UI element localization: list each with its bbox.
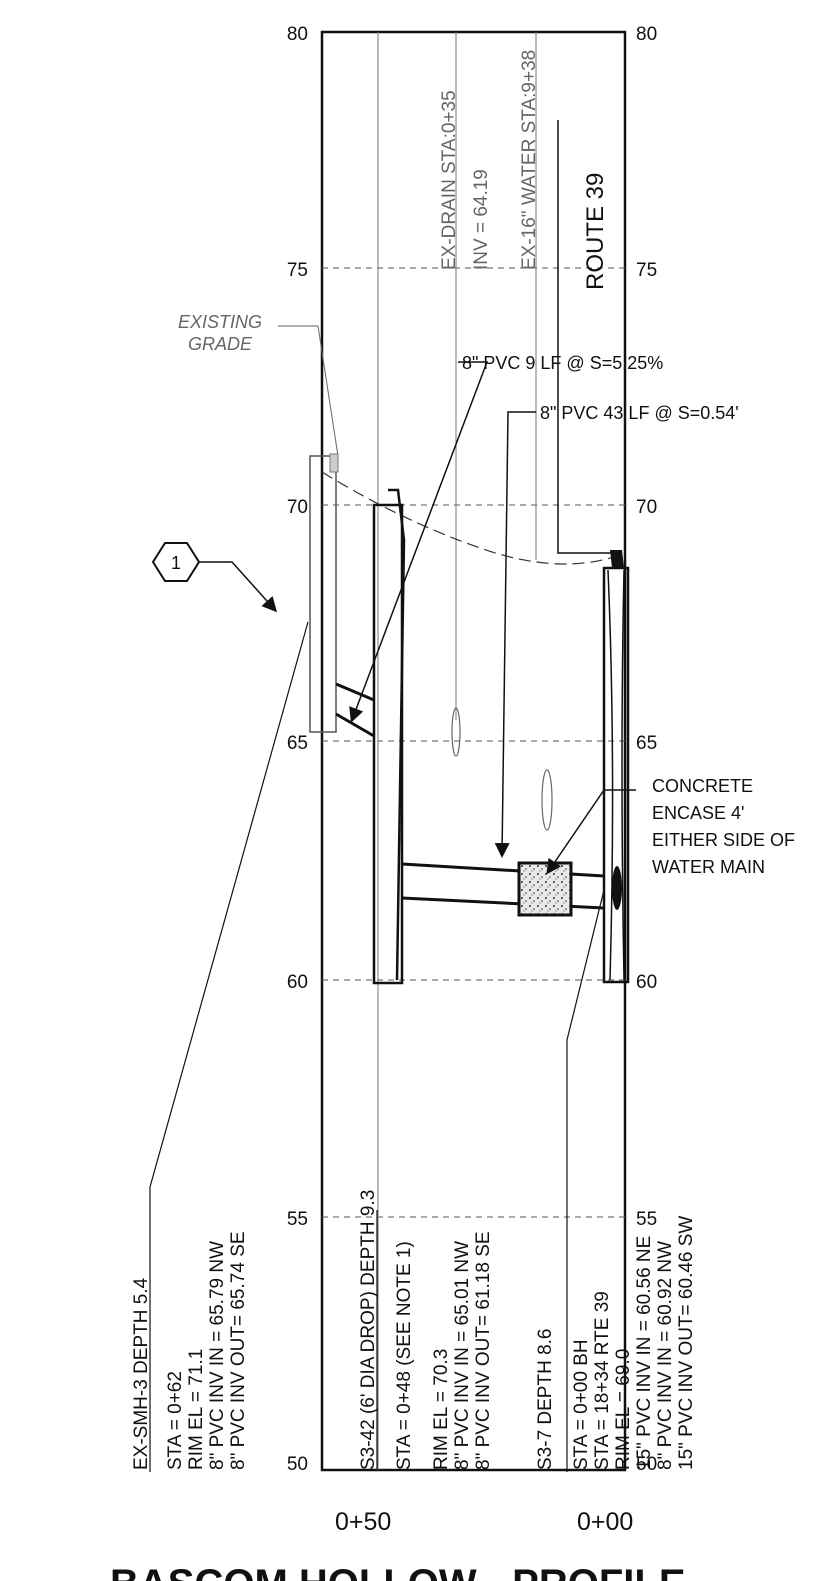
s3-7-top	[610, 550, 624, 568]
tick-label: 60	[287, 972, 308, 993]
station-label-right: 0+00	[577, 1508, 633, 1536]
tick-label: 80	[636, 24, 657, 45]
ex-water-label: EX-16" WATER STA:9+38	[519, 50, 540, 270]
callout-9lf-leader	[349, 361, 489, 723]
concrete-note: CONCRETE ENCASE 4' EITHER SIDE OF WATER …	[652, 776, 795, 877]
existing-grade-line1: EXISTING	[178, 312, 262, 332]
profile-frame	[320, 30, 627, 1472]
manhole-line: STA = 18+34 RTE 39	[592, 1291, 613, 1470]
manhole-line: RIM EL = 70.3	[431, 1349, 452, 1470]
ex-smh-3-leader	[149, 621, 309, 1472]
manhole-line: 8" PVC INV OUT= 65.74 SE	[228, 1231, 249, 1470]
manhole-title: S3-7 DEPTH 8.6	[535, 1329, 556, 1471]
tick-label: 80	[287, 24, 308, 45]
existing-grade-line2: GRADE	[188, 334, 253, 354]
manhole-s3-42-label: S3-42 (6' DIA DROP) DEPTH 9.3 STA = 0+48…	[358, 1190, 494, 1470]
existing-grade-leader	[278, 325, 339, 457]
manhole-line: 8" PVC INV OUT= 61.18 SE	[473, 1231, 494, 1470]
elevation-ticks-left: 80 75 70 65 60 55 50	[287, 24, 308, 1475]
tick-label: 55	[287, 1209, 308, 1230]
ex-drain-section	[451, 707, 461, 757]
callout-43lf-text: 8" PVC 43 LF @ S=0.54'	[540, 403, 739, 423]
s3-7-pipe-section	[612, 866, 622, 910]
tick-label: 50	[636, 1454, 657, 1475]
manhole-line: 8" PVC INV IN = 65.01 NW	[452, 1241, 473, 1470]
manhole-line: 15" PVC INV IN = 60.56 NE	[634, 1236, 655, 1470]
tick-label: 75	[636, 260, 657, 281]
tick-label: 65	[287, 733, 308, 754]
callout-arrow	[199, 561, 278, 613]
ex-smh-3-structure	[309, 455, 337, 733]
callout-9lf-text: 8" PVC 9 LF @ S=5.25%	[462, 353, 663, 373]
ex-drain-sta-label: EX-DRAIN STA:0+35	[439, 90, 460, 270]
manhole-line: 8" PVC INV IN = 60.92 NW	[655, 1241, 676, 1470]
utility-reference-lines	[377, 32, 537, 1470]
manhole-line: RIM EL = 71.1	[186, 1349, 207, 1470]
manhole-s3-7-label: S3-7 DEPTH 8.6 STA = 0+00 BH STA = 18+34…	[535, 1216, 697, 1470]
manhole-line: STA = 0+48 (SEE NOTE 1)	[394, 1241, 415, 1470]
s3-7-barrel	[607, 569, 625, 981]
tick-label: 55	[636, 1209, 657, 1230]
callout-hexagon	[151, 542, 201, 582]
pipe-43lf-lower	[401, 896, 605, 910]
concrete-note-line: ENCASE 4'	[652, 803, 744, 823]
concrete-note-line: EITHER SIDE OF	[652, 830, 795, 850]
elevation-ticks-right: 80 75 70 65 60 55 50	[636, 24, 657, 1475]
concrete-note-line: WATER MAIN	[652, 857, 765, 877]
concrete-note-leader	[546, 789, 636, 875]
tick-label: 50	[287, 1454, 308, 1475]
manhole-line: STA = 0+62	[165, 1371, 186, 1470]
ex-drain-inv-label: INV = 64.19	[471, 169, 492, 270]
route-line	[557, 120, 618, 554]
manhole-line: STA = 0+00 BH	[571, 1339, 592, 1470]
pipe-43lf-upper	[401, 862, 605, 878]
tick-label: 60	[636, 972, 657, 993]
callout-number: 1	[171, 553, 181, 573]
sheet-title: BASCOM HOLLOW - PROFILE	[110, 1562, 686, 1581]
route-label: ROUTE 39	[582, 173, 609, 290]
manhole-title: EX-SMH-3 DEPTH 5.4	[131, 1277, 152, 1470]
manhole-title: S3-42 (6' DIA DROP) DEPTH 9.3	[358, 1190, 379, 1470]
pipe-9lf-upper	[335, 682, 375, 702]
pipe-9lf-lower	[335, 712, 375, 738]
s3-7-leader	[566, 889, 605, 1472]
station-label-left: 0+50	[335, 1508, 391, 1536]
s3-42-drop-pipe	[388, 488, 406, 981]
ex-water-section	[541, 769, 553, 831]
manhole-ex-smh-3-label: EX-SMH-3 DEPTH 5.4 STA = 0+62 RIM EL = 7…	[131, 1231, 249, 1470]
ex-smh-3-top	[329, 453, 339, 473]
concrete-encasement	[517, 861, 573, 917]
manhole-line: 15" PVC INV OUT= 60.46 SW	[676, 1216, 697, 1470]
manhole-line: 8" PVC INV IN = 65.79 NW	[207, 1241, 228, 1470]
callout-43lf-leader	[494, 411, 536, 858]
manhole-line: RIM EL = 69.0	[613, 1349, 634, 1470]
tick-label: 75	[287, 260, 308, 281]
existing-grade-curve	[321, 471, 621, 565]
tick-label: 70	[287, 497, 308, 518]
tick-label: 70	[636, 497, 657, 518]
tick-label: 65	[636, 733, 657, 754]
concrete-note-line: CONCRETE	[652, 776, 753, 796]
